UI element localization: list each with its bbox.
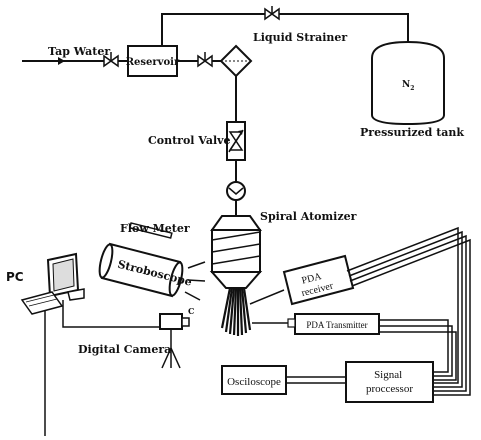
signal-processor-box [345, 361, 434, 403]
camera-mark: C [188, 306, 194, 316]
oscilloscope-link [286, 376, 346, 384]
flow-arrow-icon [58, 57, 65, 65]
flow-meter-gauge-icon [226, 181, 246, 201]
reservoir-label: Reservoir [126, 57, 180, 68]
pressurized-tank [371, 40, 445, 126]
pda-transmitter-label: PDA Transmitter [306, 320, 367, 330]
computer-icon [20, 252, 85, 315]
control-valve [226, 121, 246, 161]
valve-icon [264, 6, 280, 21]
receiver-probe-line [249, 289, 285, 305]
spray-plume [220, 287, 252, 336]
nitrogen-line [161, 13, 409, 46]
flow-meter-label: Flow Meter [120, 222, 190, 235]
strainer-icon [219, 44, 253, 78]
signal-processor-label: Signal proccessor [366, 369, 413, 395]
pressurized-tank-label: Pressurized tank [360, 126, 464, 139]
osciloscope-label: Osciloscope [227, 376, 281, 388]
transmitter-lens [287, 318, 296, 328]
stroboscope [98, 222, 184, 298]
pda-receiver [282, 254, 355, 306]
valve-icon [103, 52, 119, 68]
n2-symbol: N2 [402, 80, 414, 92]
spiral-atomizer [209, 215, 263, 289]
osciloscope-box [221, 365, 287, 395]
tap-water-label: Tap Water [48, 45, 110, 58]
pc-label: PC [6, 270, 24, 284]
cable-bundle [346, 226, 471, 396]
reservoir-box [127, 45, 178, 77]
light-rays [184, 261, 206, 301]
control-valve-label: Control Valve [148, 134, 231, 147]
pc-cables [44, 300, 160, 436]
spiral-atomizer-label: Spiral Atomizer [260, 210, 357, 223]
digital-camera-label: Digital Camera [78, 343, 171, 356]
liquid-strainer-label: Liquid Strainer [253, 31, 347, 44]
valve-icon [197, 52, 213, 68]
camera-icon [159, 313, 190, 369]
